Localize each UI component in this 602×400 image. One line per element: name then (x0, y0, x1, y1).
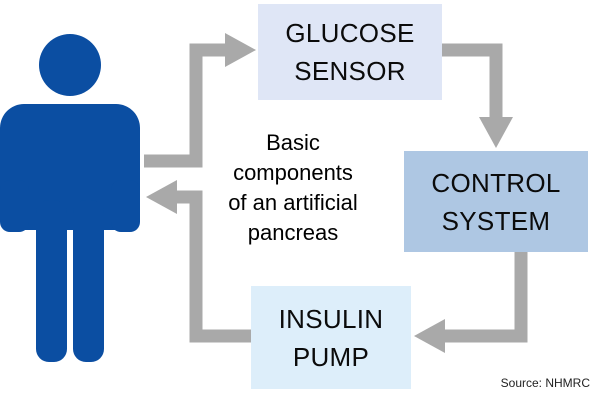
glucose-sensor-label: GLUCOSE SENSOR (285, 18, 415, 86)
control-system-box-bg (404, 151, 588, 252)
arrow-glucose-sensor-to-control-system (442, 43, 513, 148)
glucose-sensor-node: GLUCOSE SENSOR (258, 4, 442, 100)
insulin-pump-label: INSULIN PUMP (278, 303, 384, 372)
source-credit: Source: NHMRC (500, 376, 590, 390)
arrow-person-to-glucose-sensor (144, 33, 256, 168)
insulin-pump-node: INSULIN PUMP (251, 286, 411, 389)
person-icon (0, 34, 140, 362)
control-system-label: CONTROL SYSTEM (431, 167, 561, 236)
glucose-sensor-box-bg (258, 4, 442, 100)
arrow-insulin-pump-to-person (146, 180, 251, 343)
insulin-pump-box-bg (251, 286, 411, 389)
control-system-node: CONTROL SYSTEM (404, 151, 588, 252)
diagram-caption: Basic components of an artificial pancre… (228, 130, 358, 245)
arrow-control-system-to-insulin-pump (414, 252, 528, 353)
